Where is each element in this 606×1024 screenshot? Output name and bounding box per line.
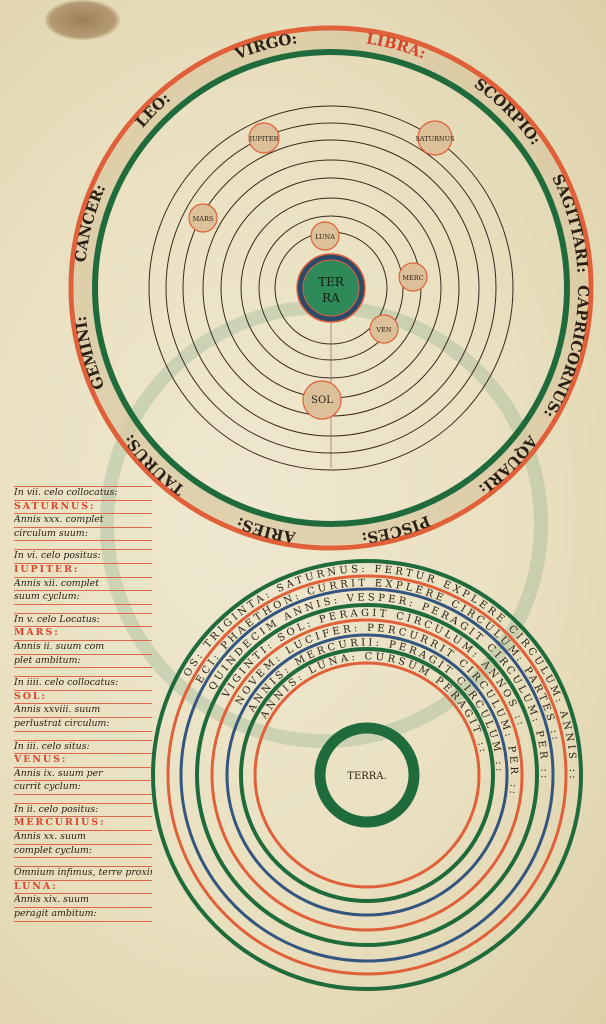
orbit-ring <box>253 661 481 889</box>
legend-line: Annis xx. suum <box>14 831 152 845</box>
legend-line: perlustrat circulum: <box>14 718 152 732</box>
legend-line: Annis ix. suum per <box>14 768 152 782</box>
planet-legend-column: In vii. celo collocatus:SATURNUS:Annis x… <box>14 486 152 930</box>
planet-label: IUPITER <box>250 135 280 143</box>
legend-entry: In ii. celo positus:MERCURIUS:Annis xx. … <box>14 802 152 859</box>
legend-line: In vi. celo positus: <box>14 550 152 564</box>
planet-label: MERC <box>402 274 423 282</box>
planet-name: SATURNUS: <box>14 501 152 515</box>
orbit-ring <box>151 559 583 991</box>
legend-line: currit cyclum: <box>14 781 152 795</box>
legend-entry: In v. celo Locatus:MARS:Annis ii. suum c… <box>14 612 152 669</box>
terra-globe <box>302 259 360 317</box>
inner-green-ring <box>92 49 570 527</box>
legend-line: Annis ii. suum com <box>14 641 152 655</box>
planet-disc: MERC <box>398 262 428 292</box>
planet-name: VENUS: <box>14 754 152 768</box>
legend-line: In vii. celo collocatus: <box>14 487 152 501</box>
planet-name: IUPITER: <box>14 564 152 578</box>
legend-entry: In iii. celo situs:VENUS:Annis ix. suum … <box>14 739 152 795</box>
legend-line: peragit ambitum: <box>14 908 152 922</box>
terra-ring <box>314 722 420 828</box>
legend-line: circulum suum: <box>14 528 152 542</box>
orbit-circle <box>148 105 514 471</box>
legend-line: Annis xii. complet <box>14 578 152 592</box>
legend-entry: Omnium infimus, terre proxima:LUNA:Annis… <box>14 866 152 922</box>
planet-disc: LUNA <box>310 221 340 251</box>
outer-red-ring <box>68 25 594 551</box>
planet-label: SATURNUS <box>415 135 454 143</box>
planet-disc: SOL <box>302 380 342 420</box>
planet-disc: SATURNUS <box>415 120 455 156</box>
legend-entry: In iiii. celo collocatus:SOL:Annis xxvii… <box>14 676 152 732</box>
planet-label: VEN <box>375 326 391 334</box>
planet-disc: VEN <box>369 314 399 344</box>
legend-line: In v. celo Locatus: <box>14 614 152 628</box>
legend-line: In iii. celo situs: <box>14 741 152 755</box>
orbit-ring <box>210 618 524 932</box>
terra-label: TER <box>318 275 345 289</box>
legend-line: Omnium infimus, terre proxima: <box>14 867 152 881</box>
orbit-ring <box>239 647 495 903</box>
legend-line: In iiii. celo collocatus: <box>14 677 152 691</box>
orbit-ring <box>225 633 509 917</box>
legend-entry: In vii. celo collocatus:SATURNUS:Annis x… <box>14 486 152 542</box>
planet-label: MARS <box>193 215 214 223</box>
legend-entry: In vi. celo positus:IUPITER:Annis xii. c… <box>14 549 152 605</box>
legend-line: plet ambitum: <box>14 655 152 669</box>
orbit-ring <box>195 603 539 947</box>
orbit-ring <box>179 587 555 963</box>
legend-line: Annis xxviii. suum <box>14 704 152 718</box>
terra-label: RA <box>322 291 340 305</box>
planet-label: SOL <box>311 395 333 406</box>
zodiac-band <box>74 31 588 545</box>
legend-line: Annis xix. suum <box>14 894 152 909</box>
parchment-stain <box>45 0 120 40</box>
planet-name: LUNA: <box>14 881 152 895</box>
legend-line: Annis xxx. complet <box>14 514 152 528</box>
planet-name: MARS: <box>14 627 152 641</box>
geocentric-planetary-diagram: LIBRA:SCORPIO:SAGITTARI:CAPRICORNUS:AQUA… <box>68 25 594 551</box>
planet-disc: MARS <box>188 203 218 233</box>
terra-label: TERRA. <box>347 771 386 782</box>
planet-label: LUNA <box>315 233 335 241</box>
legend-line: complet cyclum: <box>14 845 152 859</box>
planet-name: SOL: <box>14 691 152 705</box>
legend-line: suum cyclum: <box>14 591 152 605</box>
legend-line: In ii. celo positus: <box>14 804 152 818</box>
orbit-ring <box>166 574 568 976</box>
planet-disc: IUPITER <box>248 122 280 154</box>
planet-name: MERCURIUS: <box>14 817 152 832</box>
